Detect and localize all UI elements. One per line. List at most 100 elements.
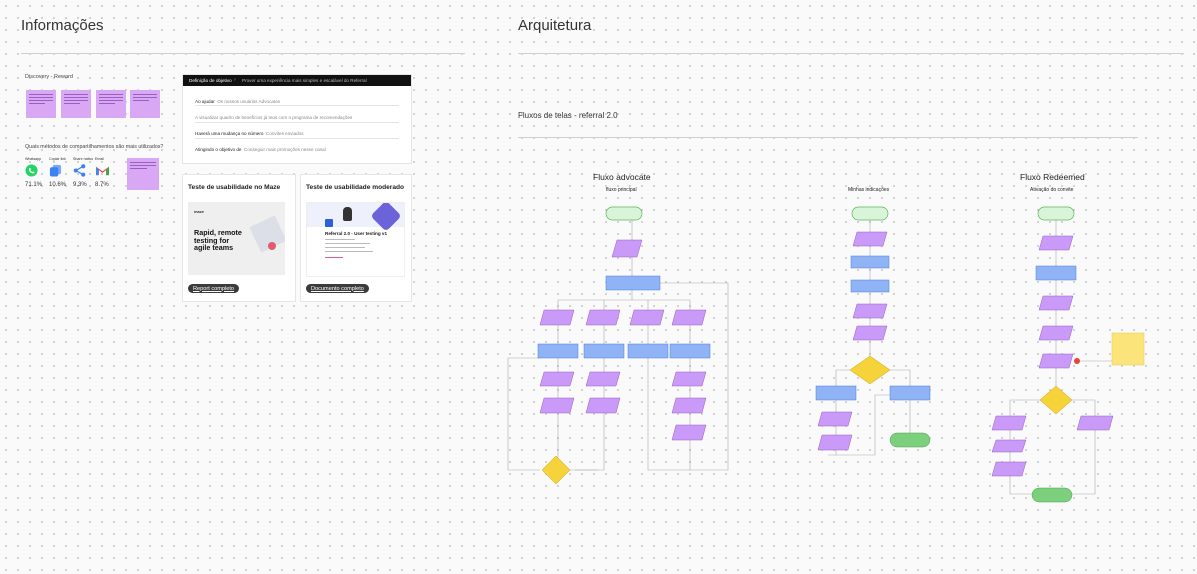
flow-io-node[interactable] [611,239,643,258]
share-icon [73,164,86,178]
flow-start-node[interactable] [605,206,643,221]
flow-process-node[interactable] [669,343,711,359]
flow-io-node[interactable] [539,371,575,387]
share-method-value: 9.3% [73,182,87,189]
flow-io-node[interactable] [852,325,888,341]
flowchart-diagram [507,206,1145,503]
flow-process-node[interactable] [1035,265,1077,281]
document-button[interactable]: Documento completo [306,284,369,293]
discovery-question: Quais métodos de compartilhamentos são m… [25,144,164,150]
share-method-label: Whatsapp [25,157,42,161]
flow-io-node[interactable] [1038,235,1074,251]
whatsapp-icon [25,164,38,178]
flow-start-node[interactable] [1037,206,1075,221]
flow-io-node[interactable] [991,415,1027,431]
flow-connectors [507,220,1112,495]
flow-advocate-shapes [537,206,711,485]
test-card-title: Teste de usabilidade no Maze [188,184,281,191]
flow-io-node[interactable] [671,371,707,387]
thumb-dot [268,242,276,250]
copy-icon [49,165,62,178]
flow-io-node[interactable] [585,309,621,326]
flow-io-node[interactable] [585,397,621,414]
report-button[interactable]: Report completo [188,284,240,293]
flow-io-node[interactable] [991,461,1027,477]
test-card-moderado: Teste de usabilidade moderado Referral 2… [300,174,412,302]
moderado-thumbnail[interactable]: Referral 2.0 - User testing v1 [306,202,405,277]
objective-row-label: Haverá uma mudança no número [195,131,264,136]
maze-logo: maze [194,209,205,214]
divider [21,53,465,54]
person-graphic [343,207,352,221]
question-icon [1074,358,1080,364]
share-method-label: Copiar link [49,157,66,161]
flow-decision-node[interactable] [1039,385,1073,415]
flow-advocate-title: Fluxo advocate [593,172,651,182]
divider [518,137,1138,138]
flow-io-node[interactable] [671,397,707,414]
flow-io-node[interactable] [852,231,888,247]
objective-row-value: A visualizar quadro de benefícios já teu… [195,115,353,120]
chevron-right-icon: › [234,76,236,83]
objective-row-value: Conseguir mais promoções nesse canal [244,147,326,152]
sticky-note[interactable] [61,90,91,118]
sticky-note-yellow[interactable] [1111,332,1145,366]
flow-end-node[interactable] [889,432,931,448]
flow-redeemed-shapes [991,206,1145,503]
flow-process-node[interactable] [850,255,890,269]
flow-process-node[interactable] [850,279,890,293]
flow-io-node[interactable] [1038,353,1074,369]
objective-row-label: Atingindo o objetivo de [195,147,242,152]
divider [518,53,1184,54]
flow-io-node[interactable] [629,309,665,326]
maze-thumb-headline: Rapid, remote testing for agile teams [194,228,242,253]
flow-io-node[interactable] [852,303,888,319]
flow-indicacoes-subtitle: Minhas indicações [848,187,890,193]
flow-io-node[interactable] [817,411,853,427]
share-method-label: Share nativo [73,157,94,161]
flow-process-node[interactable] [583,343,625,359]
discovery-title: Discovery - Reward [25,74,73,80]
flow-io-node[interactable] [1076,415,1114,431]
flows-subtitle: Fluxos de telas - referral 2.0 [518,111,618,120]
flow-process-node[interactable] [889,385,931,401]
test-card-maze: Teste de usabilidade no Maze maze Rapid,… [182,174,296,302]
flow-redeemed-title: Fluxo Redeemed [1020,172,1085,182]
sticky-note[interactable] [96,90,126,118]
flow-io-node[interactable] [991,439,1027,453]
share-method-value: 71.1% [25,182,43,189]
flow-indicacoes-shapes [815,206,931,451]
flow-io-node[interactable] [817,434,853,451]
flow-io-node[interactable] [539,397,575,414]
flow-io-node[interactable] [1038,325,1074,341]
flow-io-node[interactable] [539,309,575,326]
flow-process-node[interactable] [815,385,857,401]
share-method: Email 8.7% [95,157,117,190]
sticky-note[interactable] [26,90,56,118]
flow-io-node[interactable] [1038,295,1074,311]
flow-advocate-subtitle: fluxo principal [606,187,637,193]
flow-process-node[interactable] [605,275,661,291]
test-card-title: Teste de usabilidade moderado [306,184,405,191]
flow-process-node[interactable] [537,343,579,359]
sticky-note[interactable] [130,90,160,118]
flow-end-node[interactable] [1031,487,1073,503]
share-method: Copiar link 10.6% [49,157,71,190]
objective-row: Haverá uma mudança no número Convites en… [195,131,304,136]
share-method-label: Email [95,157,104,161]
flow-start-node[interactable] [851,206,889,221]
flow-io-node[interactable] [585,371,621,387]
maze-thumbnail[interactable]: maze Rapid, remote testing for agile tea… [188,202,285,275]
flow-io-node[interactable] [671,424,707,441]
objective-card: Definição de objetivo › Prover uma exper… [182,74,412,164]
section-title-arquitetura: Arquitetura [518,17,592,34]
flow-decision-node[interactable] [541,455,571,485]
share-methods-list: Whatsapp 71.1% Copiar link 10.6% Share n… [25,157,125,199]
flow-process-node[interactable] [627,343,669,359]
objective-row: Ao ajudar Os nossos usuários Advocates [195,99,280,104]
flow-decision-node[interactable] [849,355,891,385]
flow-redeemed-subtitle: Ativação do convite [1030,187,1074,193]
sticky-note[interactable] [127,158,159,190]
divider [195,122,399,123]
flow-io-node[interactable] [671,309,707,326]
